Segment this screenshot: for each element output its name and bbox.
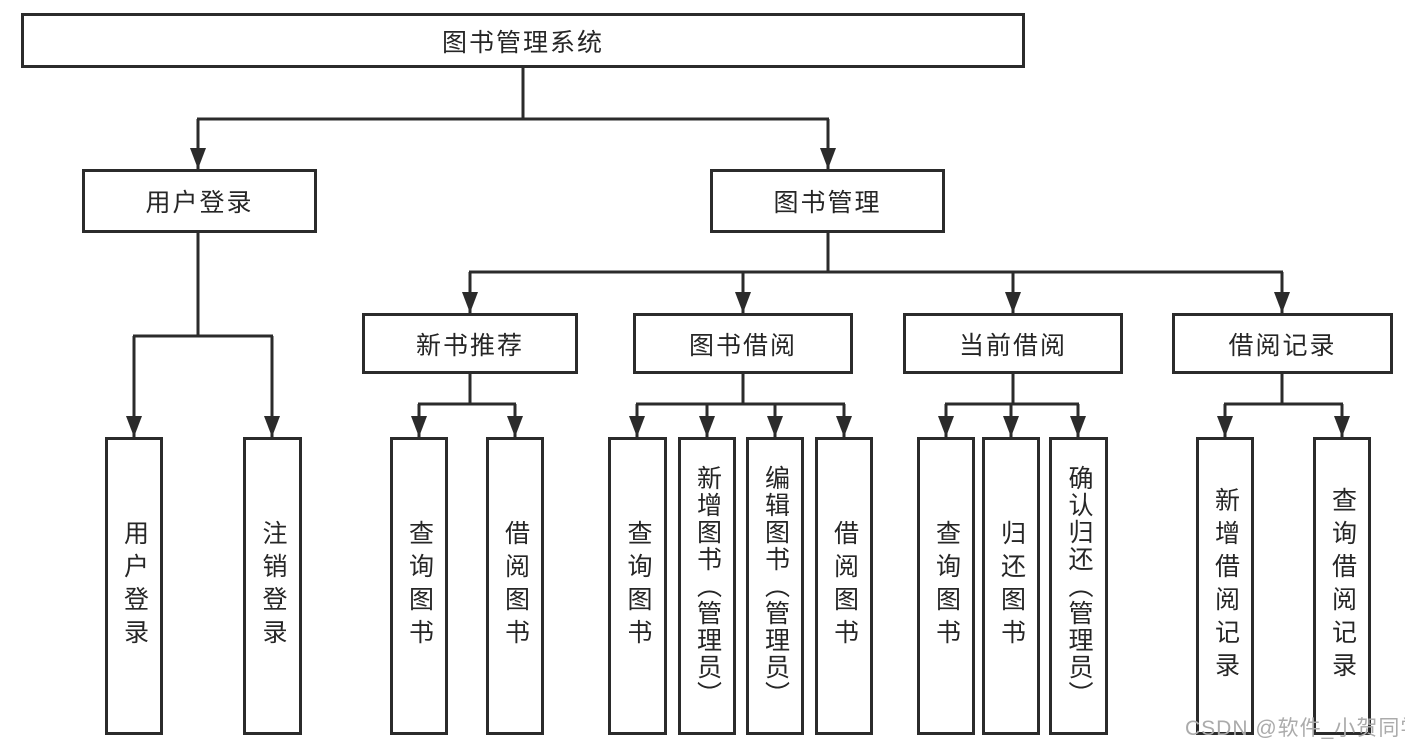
leaf-confirm-return-admin: 确认归还（管理员） (1049, 437, 1108, 735)
node-new-book-recommend: 新书推荐 (362, 313, 578, 374)
leaf-query-books-2: 查询图书 (608, 437, 667, 735)
node-user-login: 用户登录 (82, 169, 317, 233)
node-book-borrowing-label: 图书借阅 (688, 331, 797, 360)
node-borrowing-records-label: 借阅记录 (1228, 331, 1337, 360)
leaf-query-books-3-label: 查询图书 (932, 520, 961, 652)
leaf-add-books-admin: 新增图书（管理员） (678, 437, 736, 735)
leaf-add-borrow-record-label: 新增借阅记录 (1211, 487, 1240, 685)
leaf-add-books-admin-label: 新增图书（管理员） (693, 464, 722, 708)
node-borrowing-records: 借阅记录 (1172, 313, 1393, 374)
leaf-return-books-label: 归还图书 (997, 520, 1026, 652)
leaf-edit-books-admin: 编辑图书（管理员） (746, 437, 804, 735)
leaf-query-borrow-record: 查询借阅记录 (1313, 437, 1371, 735)
csdn-watermark: CSDN @软件_小贺同学 (1185, 717, 1405, 740)
node-user-login-label: 用户登录 (145, 189, 254, 217)
node-book-management: 图书管理 (710, 169, 945, 233)
node-current-borrowing-label: 当前借阅 (958, 331, 1067, 360)
node-current-borrowing: 当前借阅 (903, 313, 1123, 374)
node-book-borrowing: 图书借阅 (633, 313, 853, 374)
leaf-confirm-return-admin-label: 确认归还（管理员） (1065, 464, 1093, 708)
leaf-edit-books-admin-label: 编辑图书（管理员） (761, 464, 790, 708)
arrowhead-icons (126, 148, 1350, 437)
leaf-query-books-1-label: 查询图书 (405, 520, 434, 652)
node-book-management-label: 图书管理 (773, 189, 882, 217)
leaf-return-books: 归还图书 (982, 437, 1040, 735)
leaf-logout-label: 注销登录 (259, 520, 287, 652)
leaf-borrow-books-2: 借阅图书 (815, 437, 873, 735)
leaf-query-books-3: 查询图书 (917, 437, 975, 735)
node-new-book-recommend-label: 新书推荐 (415, 331, 524, 360)
leaf-add-borrow-record: 新增借阅记录 (1196, 437, 1254, 735)
leaf-borrow-books-1: 借阅图书 (486, 437, 544, 735)
leaf-borrow-books-1-label: 借阅图书 (501, 520, 530, 652)
leaf-query-borrow-record-label: 查询借阅记录 (1328, 487, 1357, 685)
leaf-borrow-books-2-label: 借阅图书 (830, 520, 859, 652)
leaf-user-login: 用户登录 (105, 437, 163, 735)
leaf-user-login-label: 用户登录 (120, 520, 149, 652)
leaf-query-books-2-label: 查询图书 (624, 520, 652, 652)
node-library-system-label: 图书管理系统 (441, 28, 604, 57)
leaf-query-books-1: 查询图书 (390, 437, 448, 735)
node-library-system: 图书管理系统 (21, 13, 1025, 68)
leaf-logout: 注销登录 (243, 437, 302, 735)
